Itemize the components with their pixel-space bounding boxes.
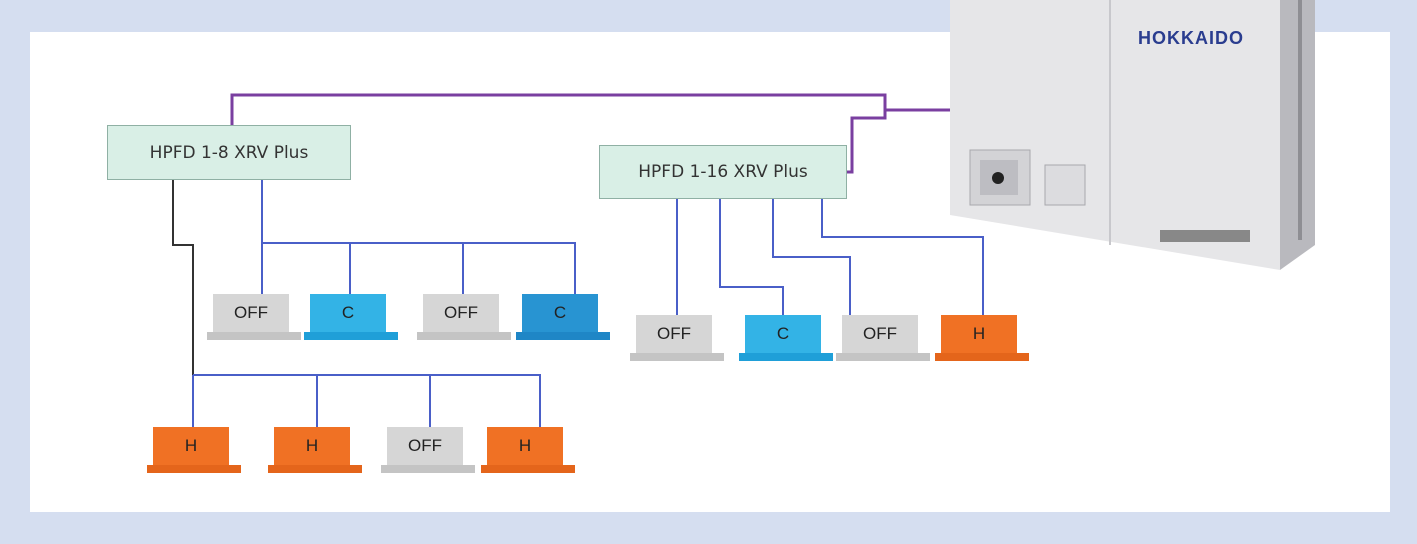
indoor-unit[interactable]: OFF xyxy=(381,427,475,477)
indoor-unit[interactable]: H xyxy=(147,427,241,477)
indoor-unit[interactable]: OFF xyxy=(836,315,930,365)
indoor-unit[interactable]: OFF xyxy=(417,294,511,344)
indoor-unit[interactable]: C xyxy=(304,294,398,344)
indoor-unit[interactable]: OFF xyxy=(207,294,301,344)
controller-label: HPFD 1-8 XRV Plus xyxy=(149,142,309,163)
indoor-unit[interactable]: C xyxy=(516,294,610,344)
controller-hpfd-1-16: HPFD 1-16 XRV Plus xyxy=(599,145,847,199)
brand-logo: HOKKAIDO xyxy=(1138,28,1244,48)
branch-c1-lower xyxy=(193,374,541,427)
indoor-unit[interactable]: H xyxy=(268,427,362,477)
main-wire-1 xyxy=(230,93,950,125)
indoor-unit[interactable]: H xyxy=(481,427,575,477)
branch-c1-upper xyxy=(261,180,576,294)
indoor-unit[interactable]: OFF xyxy=(630,315,724,365)
main-wire-2 xyxy=(845,110,887,174)
outdoor-unit: HOKKAIDO xyxy=(950,0,1315,270)
controller-label: HPFD 1-16 XRV Plus xyxy=(638,162,808,182)
indoor-unit[interactable]: H xyxy=(935,315,1029,365)
controller-hpfd-1-8: HPFD 1-8 XRV Plus xyxy=(107,125,351,180)
branch-c1-lower-dark xyxy=(172,180,194,375)
indoor-unit[interactable]: C xyxy=(739,315,833,365)
